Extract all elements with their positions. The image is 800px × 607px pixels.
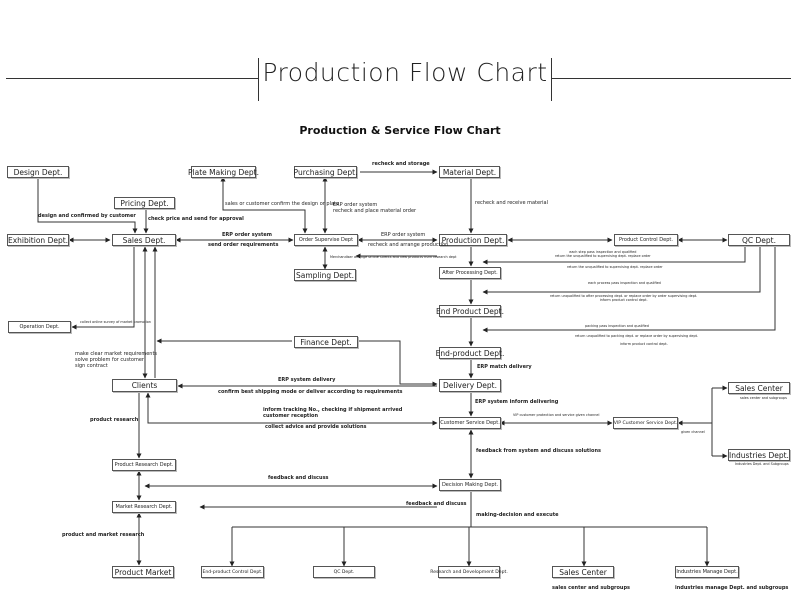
label-design-confirmed: design and confirmed by customer: [38, 213, 136, 219]
label-packing-pass: packing pass inspection and qualified: [585, 324, 649, 328]
box-after-processing-dept: After Processing Dept.: [439, 267, 501, 279]
box-market-research-dept: Market Research Dept.: [112, 501, 176, 513]
box-sales-center-right: Sales Center: [728, 382, 790, 394]
label-erp-order-system: ERP order system: [222, 232, 272, 238]
wire-qc-return1: [482, 247, 746, 265]
wire-clients-service: [145, 392, 438, 426]
box-sales-center-bottom: Sales Center: [552, 566, 614, 578]
box-pricing-dept: Pricing Dept.: [114, 197, 175, 209]
label-confirm-shipping: confirm best shipping mode or deliver ac…: [218, 389, 403, 395]
label-make-clear: make clear market requirements solve pro…: [75, 351, 158, 369]
label-erp-match: ERP match delivery: [477, 364, 532, 370]
label-product-market-research: product and market research: [62, 532, 145, 538]
label-erp-delivery: ERP system delivery: [278, 377, 336, 383]
label-product-research: product research: [90, 417, 139, 423]
wire-design-sales: [37, 177, 138, 234]
label-each-step: each step pass inspection and qualified …: [555, 250, 651, 258]
chart-title: Production & Service Flow Chart: [299, 124, 501, 137]
label-feedback-discuss: feedback and discuss: [268, 475, 329, 481]
box-operation-dept: Operation Dept.: [8, 321, 71, 333]
label-erp-order-system2: ERP order system: [381, 232, 426, 238]
box-end-product-dept: End Product Dept.: [436, 305, 504, 317]
box-product-control-dept: Product Control Dept.: [614, 234, 678, 246]
label-recheck-storage: recheck and storage: [372, 161, 430, 167]
wire-finance-delivery: [358, 340, 438, 387]
box-design-dept: Design Dept.: [7, 166, 69, 178]
box-research-development-dept: Research and Development Dept.: [430, 566, 508, 578]
label-send-order: send order requirements: [208, 242, 279, 248]
label-feedback-discuss2: feedback and discuss: [406, 501, 467, 507]
box-industries-right: Industries Dept.: [728, 449, 790, 461]
label-merchandiser: Merchandiser arrange offline Clients and…: [330, 255, 457, 259]
box-production-dept: Production Dept.: [439, 234, 507, 246]
box-sampling-dept: Sampling Dept.: [294, 269, 356, 281]
label-industries-sub: Industries Dept. and Subgroups: [735, 462, 789, 466]
label-recheck-receive: recheck and receive material: [475, 200, 548, 206]
box-finance-dept: Finance Dept.: [294, 336, 358, 348]
box-qc-dept: QC Dept.: [728, 234, 790, 246]
banner-tick-left: [258, 58, 259, 101]
box-order-supervise-dept: Order Supervise Dept: [294, 234, 358, 246]
label-return-packing: return unqualified to packing dept. or r…: [575, 334, 699, 338]
banner-rule-right: [551, 78, 791, 79]
label-given-channel: given channel: [681, 430, 705, 434]
box-customer-service-dept: Customer Service Dept.: [439, 417, 501, 429]
label-collect-info: collect online survey of market promotio…: [80, 320, 151, 324]
label-making-decision: making-decision and execute: [476, 512, 559, 518]
box-sales-dept: Sales Dept.: [112, 234, 176, 246]
box-material-dept: Material Dept.: [439, 166, 500, 178]
box-product-research-dept: Product Research Dept.: [112, 459, 176, 471]
label-vip-receive: VIP customer protection and service give…: [513, 413, 600, 417]
label-return-unqualified: return the unqualified to supervising de…: [567, 265, 663, 269]
label-erp-order-recheck: ERP order system recheck and place mater…: [333, 202, 417, 214]
box-end-product2-dept: End-product Dept.: [435, 347, 505, 359]
label-each-process: each process pass inspection and qualifi…: [588, 281, 661, 285]
label-inform-control: inform product control dept.: [620, 342, 668, 346]
wire-plate-order: [220, 176, 308, 234]
box-plate-making-dept: Plate Making Dept.: [188, 166, 260, 178]
wire-qc-return3: [482, 247, 776, 333]
label-industries-bottom-sub: industries manage Dept. and subgroups: [675, 585, 789, 591]
banner-rule-left: [6, 78, 258, 79]
label-sales-center-bottom-sub: sales center and subgroups: [552, 585, 631, 591]
box-industries-manage-dept: Industries Manage Dept.: [675, 566, 739, 578]
box-exhibition-dept: Exhibition Dept.: [7, 234, 69, 246]
banner-tick-right: [551, 58, 552, 101]
label-check-price: check price and send for approval: [148, 216, 244, 222]
wire-qc-return2: [482, 247, 761, 295]
label-return-after: return unqualified to after processing d…: [550, 294, 698, 302]
box-purchasing-dept: Purchasing Dept.: [293, 166, 358, 178]
label-collect-advice: collect advice and provide solutions: [265, 424, 367, 430]
box-delivery-dept: Delivery Dept.: [439, 379, 501, 392]
label-erp-inform: ERP system inform delivering: [475, 399, 559, 405]
label-inform-tracking: inform tracking No., checking if shipmen…: [263, 407, 403, 419]
box-end-product-control-dept: End-product Control Dept.: [201, 566, 264, 578]
label-recheck-arrange: recheck and arrange production: [368, 242, 449, 248]
label-sales-center-sub: sales center and subgroups: [740, 396, 787, 400]
box-qc-bottom: QC Dept.: [313, 566, 375, 578]
box-clients: Clients: [112, 379, 177, 392]
label-sales-confirm: sales or customer confirm the design or …: [225, 201, 340, 207]
box-vip-customer-service-dept: VIP Customer Service Dept.: [613, 417, 678, 429]
box-decision-making-dept: Decision Making Dept.: [439, 479, 501, 491]
wire-sales-operation: [71, 247, 135, 330]
label-feedback-system: feedback from system and discuss solutio…: [476, 448, 601, 454]
banner-title: Production Flow Chart: [262, 58, 548, 87]
box-product-market: Product Market: [112, 566, 174, 578]
